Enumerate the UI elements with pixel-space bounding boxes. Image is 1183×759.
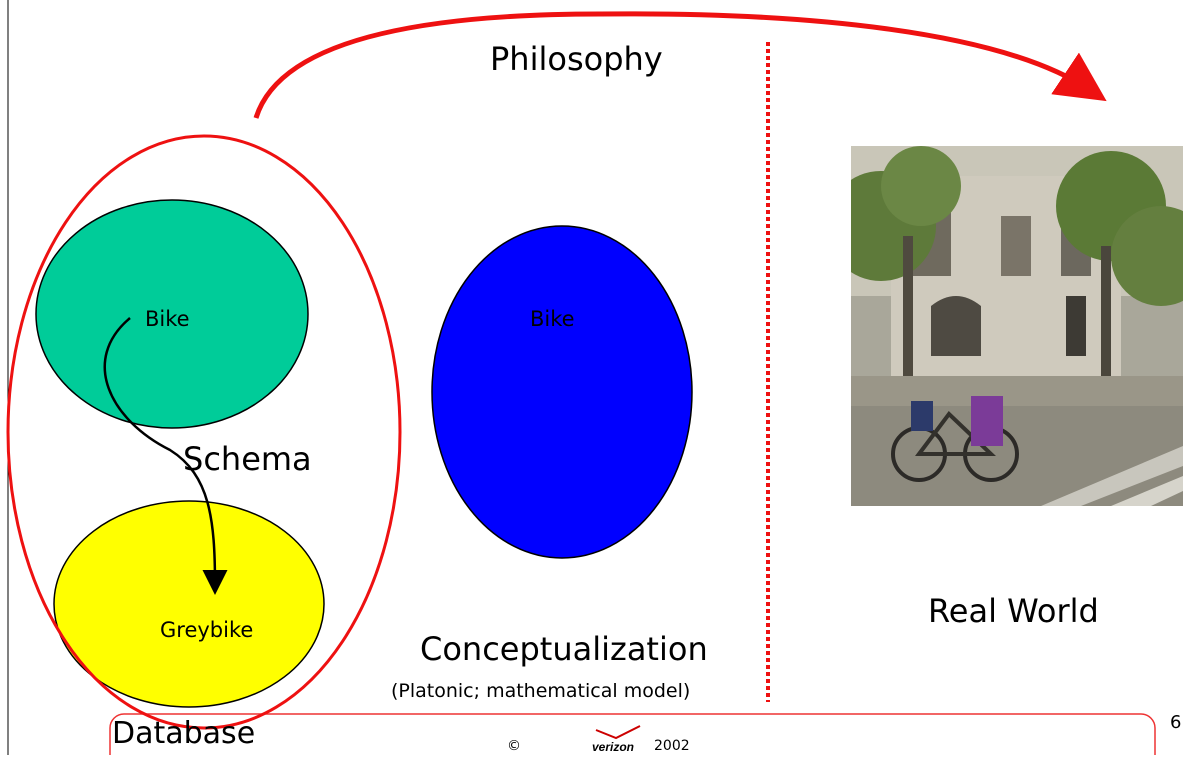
verizon-logo-mark: verizon [592,725,641,754]
verizon-logo-text: verizon [592,740,634,754]
real-world-label: Real World [928,592,1099,630]
schema-label: Schema [183,440,312,478]
real-world-photo [851,146,1183,506]
conceptualization-label: Conceptualization [420,630,708,668]
philosophy-arrow [253,11,1107,119]
schema-greybike-ellipse [53,500,325,708]
footer-frame [109,713,1156,755]
greybike-label: Greybike [160,618,254,642]
page-number: 6 [1170,712,1182,733]
bike-street-image [851,146,1183,506]
conceptualization-subtitle: (Platonic; mathematical model) [391,680,691,702]
concept-bike-ellipse [431,225,693,559]
copyright-symbol: © [507,738,521,754]
footer-year: 2002 [654,738,690,754]
verizon-logo: verizon [590,724,646,755]
database-label: Database [112,716,256,751]
schema-bike-label: Bike [145,307,190,331]
concept-bike-label: Bike [530,307,575,331]
philosophy-label: Philosophy [490,40,663,78]
subclass-arrow [103,317,228,595]
database-ellipse [6,134,402,730]
